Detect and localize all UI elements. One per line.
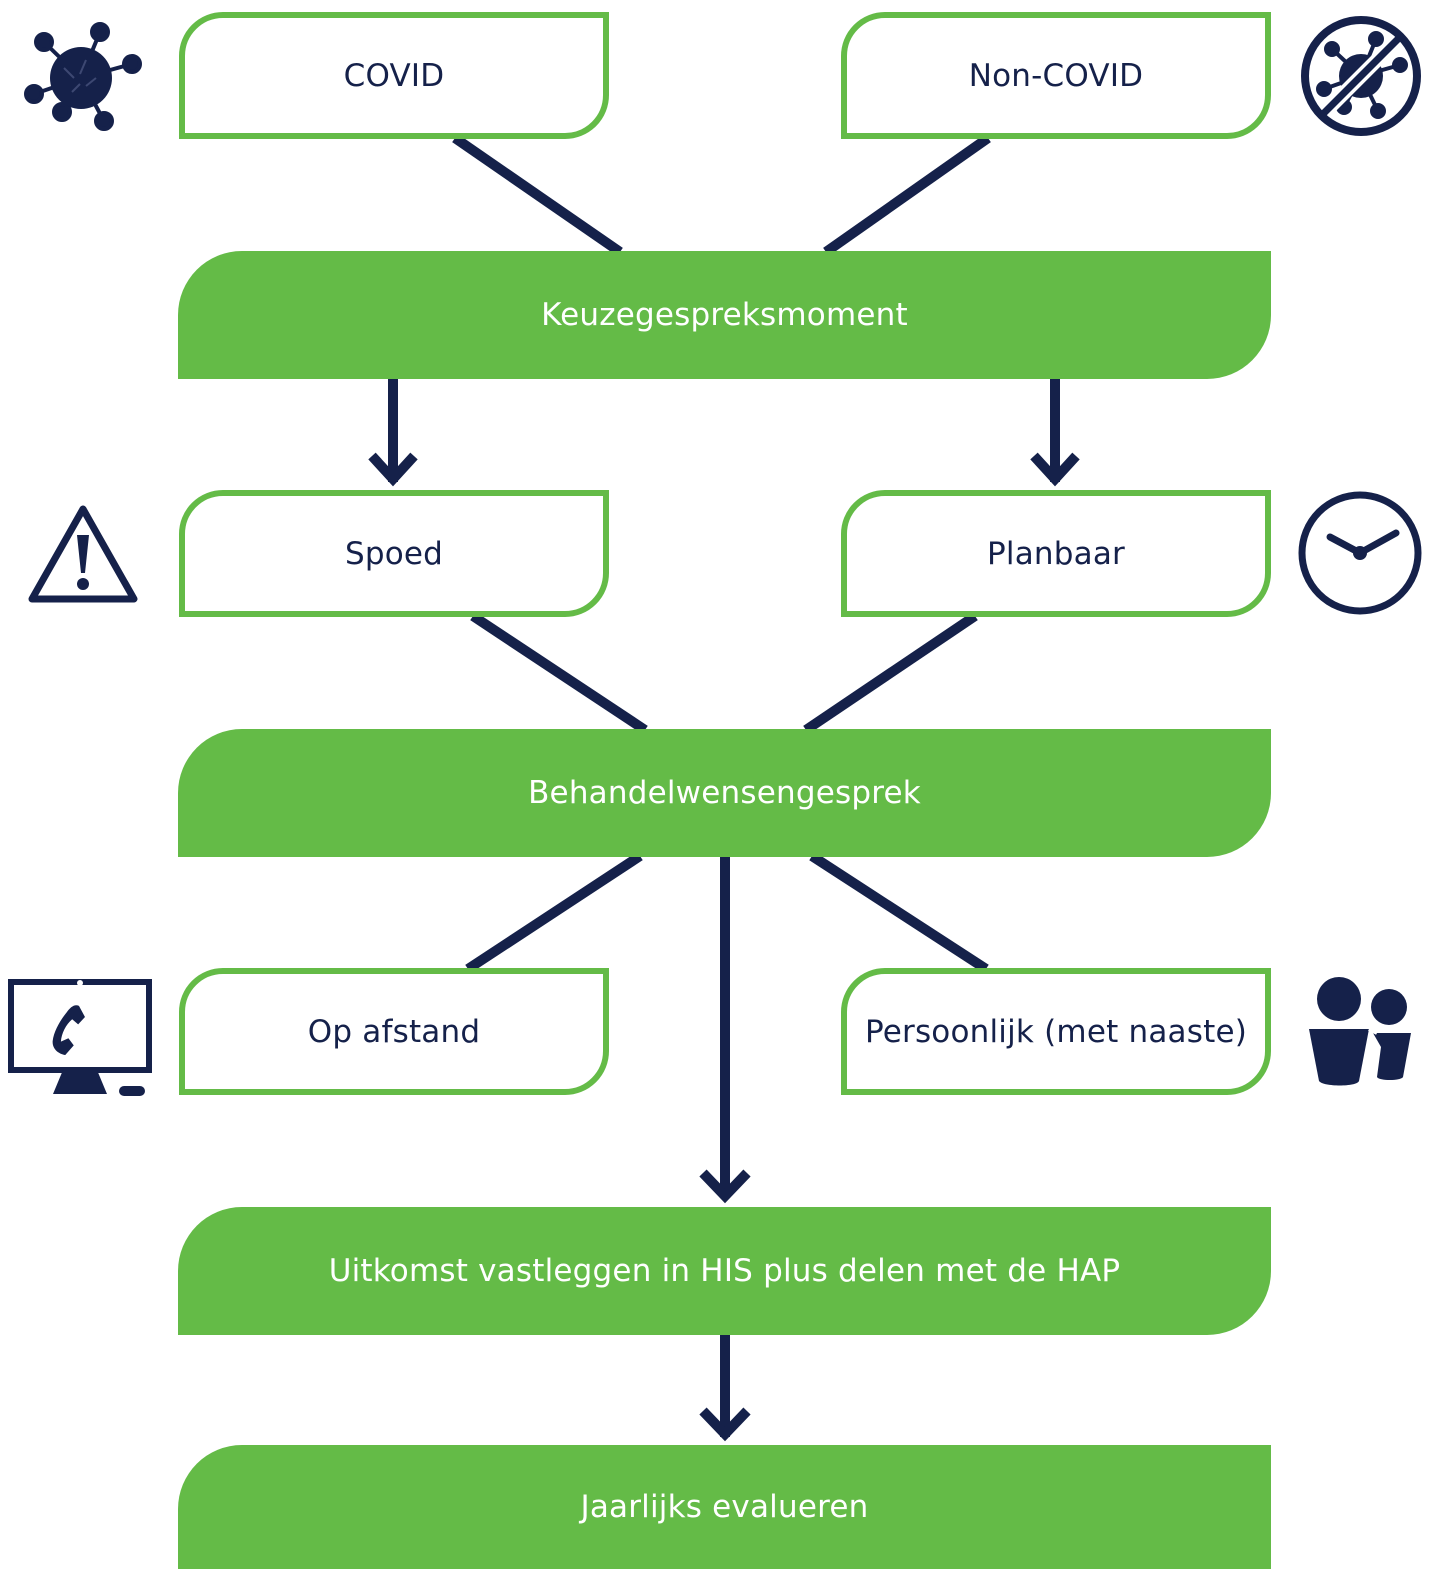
node-uitkomst: Uitkomst vastleggen in HIS plus delen me… bbox=[178, 1207, 1271, 1335]
connector-planbaar-behandel bbox=[803, 611, 978, 735]
node-spoed: Spoed bbox=[179, 490, 609, 617]
node-spoed-label: Spoed bbox=[344, 535, 444, 572]
node-op-afstand-label: Op afstand bbox=[307, 1013, 481, 1050]
node-planbaar-label: Planbaar bbox=[987, 535, 1125, 572]
connector-covid-keuze bbox=[452, 133, 623, 257]
arrow-uitkomst-jaarlijks-head bbox=[699, 1407, 751, 1442]
arrow-keuze-spoed-head bbox=[368, 452, 418, 487]
virus-icon bbox=[24, 20, 144, 132]
people-icon bbox=[1307, 973, 1417, 1089]
node-behandelwensengesprek: Behandelwensengesprek bbox=[178, 729, 1271, 857]
node-non-covid: Non-COVID bbox=[841, 12, 1271, 139]
connector-noncovid-keuze bbox=[823, 133, 991, 257]
arrow-keuze-planbaar-head bbox=[1030, 452, 1080, 487]
warning-icon bbox=[26, 503, 140, 605]
node-non-covid-label: Non-COVID bbox=[968, 57, 1144, 94]
node-op-afstand: Op afstand bbox=[179, 968, 609, 1095]
node-keuzegespreksmoment: Keuzegespreksmoment bbox=[178, 251, 1271, 379]
node-jaarlijks-label: Jaarlijks evalueren bbox=[580, 1489, 869, 1525]
clock-icon bbox=[1298, 491, 1423, 616]
arrow-behandel-uitkomst-head bbox=[699, 1169, 751, 1204]
node-behandelwensengesprek-label: Behandelwensengesprek bbox=[528, 775, 921, 811]
node-covid: COVID bbox=[179, 12, 609, 139]
node-covid-label: COVID bbox=[343, 57, 445, 94]
node-uitkomst-label: Uitkomst vastleggen in HIS plus delen me… bbox=[328, 1253, 1121, 1289]
no-virus-icon bbox=[1298, 13, 1423, 138]
connector-behandel-persoonlijk bbox=[809, 851, 989, 974]
node-persoonlijk-label: Persoonlijk (met naaste) bbox=[864, 1013, 1248, 1050]
connector-spoed-behandel bbox=[470, 611, 648, 735]
node-keuzegespreksmoment-label: Keuzegespreksmoment bbox=[541, 297, 908, 333]
node-planbaar: Planbaar bbox=[841, 490, 1271, 617]
computer-phone-icon bbox=[7, 978, 153, 1096]
node-jaarlijks: Jaarlijks evalueren bbox=[178, 1445, 1271, 1569]
connector-behandel-opafstand bbox=[465, 851, 643, 974]
node-persoonlijk: Persoonlijk (met naaste) bbox=[841, 968, 1271, 1095]
